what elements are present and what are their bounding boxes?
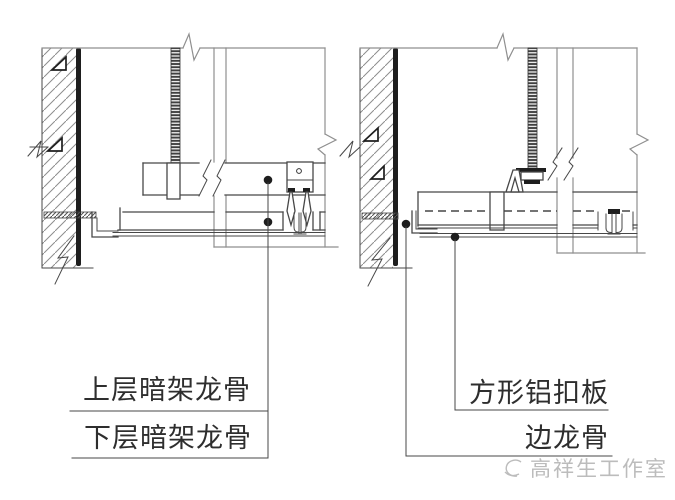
left-diagram: [27, 31, 339, 459]
slab-line-right: [359, 31, 638, 62]
wall-hatch-left: [27, 47, 94, 285]
finish-triangle-icon: [49, 55, 67, 71]
right-break-edge-right: [628, 47, 650, 253]
callout-dot-upper-keel: [263, 175, 273, 185]
watermark: 高祥生工作室: [504, 457, 668, 481]
nut-icon: [520, 171, 544, 181]
keel-connector: [286, 161, 314, 228]
pipe-break-lines-right: [547, 47, 579, 254]
label-upper-keel: 上层暗架龙骨: [83, 375, 251, 405]
lower-keel: [117, 207, 326, 231]
square-panel-module: [417, 191, 638, 231]
right-diagram: [339, 31, 650, 457]
panel-sheet-left: [112, 232, 339, 248]
upper-keel: [142, 162, 326, 200]
callout-labels: 上层暗架龙骨 下层暗架龙骨 方形铝扣板 边龙骨: [83, 375, 609, 453]
hanger-assembly: [505, 47, 546, 193]
wall-finish-line-left: [76, 48, 81, 266]
rod-pocket: [166, 162, 181, 200]
slab-line-left: [41, 31, 326, 62]
wall-finish-line-right: [393, 48, 398, 266]
label-edge-keel: 边龙骨: [525, 423, 609, 453]
label-lower-keel: 下层暗架龙骨: [84, 423, 252, 453]
wall-hatch-right: [339, 47, 413, 287]
anchor-fastener-icon: [43, 211, 97, 219]
finish-triangle-icon: [361, 126, 379, 142]
finish-triangle-icon: [368, 163, 385, 180]
threaded-rod-icon: [527, 47, 538, 170]
threaded-rod-icon: [170, 47, 181, 165]
label-aluminum-panel: 方形铝扣板: [469, 378, 609, 408]
edge-angle-left: [43, 211, 119, 238]
callout-dot-edge-keel: [401, 219, 411, 229]
spring-clip-icon: [302, 191, 312, 228]
anchor-fastener-icon: [361, 212, 399, 220]
pipe-break-lines-left: [198, 47, 227, 248]
watermark-text: 高祥生工作室: [530, 457, 668, 481]
callout-dot-panel: [450, 232, 460, 242]
finish-triangle-icon: [45, 136, 63, 152]
spring-clip-icon: [286, 191, 296, 228]
right-break-edge-left: [316, 47, 338, 248]
panel-joint-left: [293, 212, 307, 235]
washer-icon: [516, 168, 546, 172]
panel-joint-right: [597, 209, 634, 235]
panel-connector: [489, 191, 505, 231]
